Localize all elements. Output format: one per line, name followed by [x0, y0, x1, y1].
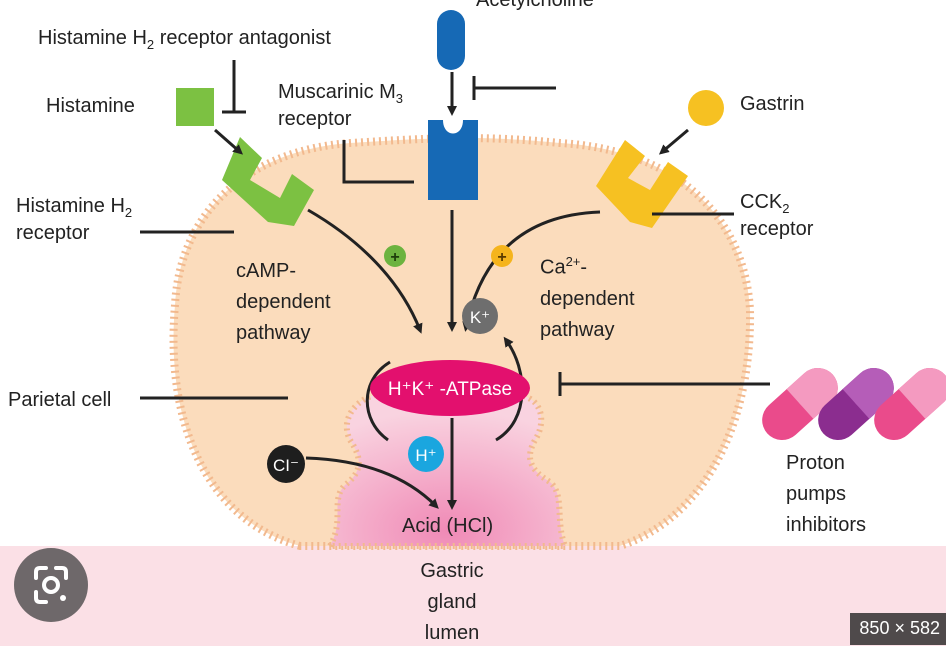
bottom-lumen-band: [0, 546, 946, 646]
muscarinic-label-pre: Muscarinic M: [278, 81, 396, 103]
camp-pathway-label: cAMP- dependent pathway: [236, 256, 331, 349]
gastric-lumen-label: Gastric gland lumen: [406, 556, 498, 649]
camp-plus-sign: +: [390, 249, 399, 266]
gastric-line2: gland: [427, 591, 477, 613]
ca-line1-post: -: [580, 256, 588, 279]
proton-pump-inhibitor-pills: [762, 367, 946, 441]
chloride-ion: [267, 445, 305, 483]
cck2-label-sub: 2: [782, 201, 790, 216]
muscarinic-label: Muscarinic M3 receptor: [278, 80, 403, 132]
ca-line2: dependent: [540, 287, 635, 310]
lens-camera-icon: [34, 566, 68, 604]
potassium-ion-label: K⁺: [470, 308, 490, 327]
gastrin-binding-arrow: [658, 128, 689, 155]
antagonist-inhibit-line: [222, 60, 246, 114]
proton-exchange-curve: [365, 360, 391, 442]
hydrogen-ion-label: H⁺: [415, 446, 436, 465]
ca-line1-sup: 2+: [565, 254, 581, 269]
h2-antagonist-label: Histamine H2 receptor antagonist: [38, 26, 331, 53]
atpase-pump: [370, 360, 530, 416]
ca-plus-sign: +: [497, 249, 506, 266]
ca-line3: pathway: [540, 318, 615, 341]
h2-antagonist-label-post: receptor antagonist: [154, 27, 331, 49]
ca-line1-pre: Ca: [540, 256, 566, 279]
cck2-label-line2: receptor: [740, 218, 814, 241]
acid-label: Acid (HCl): [402, 515, 494, 537]
gastrin-label: Gastrin: [740, 93, 805, 115]
camp-line3: pathway: [236, 322, 311, 344]
chloride-ion-label: CI⁻: [273, 456, 299, 475]
ppi-line2: pumps: [786, 483, 847, 505]
cck2-receptor-shape: [596, 140, 688, 228]
h2-receptor-label-pre: Histamine H: [16, 195, 125, 217]
gastrin-molecule: [688, 90, 724, 126]
h2-receptor-label: Histamine H2 receptor: [16, 194, 132, 246]
acetylcholine-inhibit-line: [472, 76, 556, 100]
cck2-label-pre: CCK: [740, 191, 783, 213]
ppi-line3: inhibitors: [786, 514, 867, 536]
ppi-inhibit-line: [558, 372, 770, 396]
gastric-line1: Gastric: [420, 560, 484, 582]
hydrogen-ion: [408, 436, 444, 472]
ca-plus-badge: [491, 245, 513, 267]
chloride-arrow: [305, 456, 439, 509]
lens-search-button[interactable]: [14, 548, 88, 622]
parietal-cell-body: [169, 134, 755, 550]
muscarinic-label-line2: receptor: [278, 108, 352, 131]
h2-antagonist-label-sub: 2: [146, 37, 155, 52]
h2-antagonist-label-pre: Histamine H: [38, 27, 147, 49]
camp-line2: dependent: [236, 291, 331, 313]
muscarinic-leader-line: [342, 140, 414, 184]
h2-receptor-label-sub: 2: [124, 205, 133, 220]
potassium-ion: [462, 298, 498, 334]
ca-pathway-label: Ca2+- dependent pathway: [540, 252, 635, 346]
histamine-molecule: [176, 88, 214, 126]
image-size-badge: 850 × 582: [850, 613, 946, 645]
histamine-binding-arrow: [214, 128, 244, 155]
gastric-line3: lumen: [424, 622, 480, 644]
camp-plus-badge: [384, 245, 406, 267]
parietal-cell-label: Parietal cell: [8, 389, 112, 411]
muscarinic-label-sub: 3: [395, 91, 404, 106]
acetylcholine-label: Acetylcholine: [476, 0, 594, 11]
ppi-line1: Proton: [786, 452, 845, 474]
histamine-h2-receptor-shape: [222, 137, 314, 226]
ppi-label: Proton pumps inhibitors: [786, 448, 866, 541]
atpase-label: H⁺K⁺ -ATPase: [388, 379, 512, 400]
muscarinic-m3-receptor-shape: [428, 120, 478, 200]
camp-line1: cAMP-: [236, 260, 296, 282]
cck2-label: CCK2 receptor: [740, 190, 813, 242]
acetylcholine-molecule: [437, 10, 465, 70]
h2-receptor-label-line2: receptor: [16, 222, 90, 245]
camp-pathway-arrow: [307, 208, 423, 334]
histamine-label: Histamine: [46, 95, 135, 117]
